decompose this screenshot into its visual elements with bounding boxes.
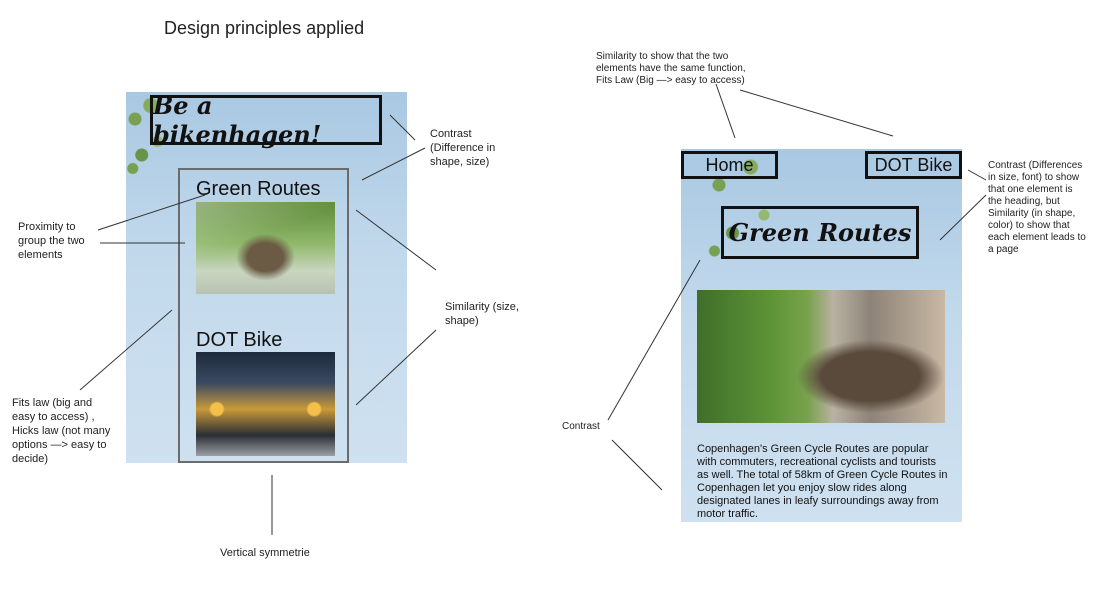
annotation-similarity-right: Similarity to show that the two elements… [596, 51, 746, 86]
menu-outline [178, 168, 349, 463]
home-button[interactable]: Home [681, 151, 778, 179]
line-home [715, 83, 736, 139]
green-routes-link[interactable]: Green Routes [196, 178, 321, 200]
annotation-vertical-symmetry: Vertical symmetrie [220, 547, 310, 559]
right-mockup: Home DOT Bike Green Routes Copenhagen's … [681, 149, 962, 522]
page-title: Green Routes [721, 206, 919, 259]
dot-bike-button[interactable]: DOT Bike [865, 151, 962, 179]
line-similarity [355, 329, 437, 406]
line-box-right [355, 209, 437, 271]
annotation-contrast-left: Contrast (Difference in shape, size) [430, 128, 496, 168]
line-contrast-photo [607, 259, 701, 421]
line-contrast-right-top [967, 169, 987, 181]
line-fits-law [79, 309, 173, 391]
annotation-contrast-bottom: Contrast [562, 421, 600, 432]
bike-handlebar-photo[interactable] [196, 202, 335, 294]
annotation-similarity-left: Similarity (size, shape) [445, 301, 519, 327]
line-dot-bike [739, 89, 894, 137]
page-heading: Design principles applied [164, 18, 365, 38]
line-contrast-text [611, 439, 663, 491]
annotation-contrast-right: Contrast (Differences in size, font) to … [988, 160, 1086, 255]
annotation-fits-law: Fits law (big and easy to access) , Hick… [12, 397, 111, 465]
cyclists-street-photo [697, 290, 945, 423]
line-proximity-top [97, 194, 206, 231]
tree-foliage-icon [126, 92, 171, 182]
dot-bike-link[interactable]: DOT Bike [196, 329, 283, 351]
line-contrast-banner [389, 114, 416, 141]
bus-bike-rack-photo[interactable] [196, 352, 335, 456]
annotation-proximity: Proximity to group the two elements [18, 221, 85, 261]
line-contrast-box [361, 147, 426, 181]
banner-title: Be a bikenhagen! [150, 92, 382, 149]
line-contrast-right-mid [939, 194, 987, 241]
body-text: Copenhagen's Green Cycle Routes are popu… [697, 443, 948, 520]
